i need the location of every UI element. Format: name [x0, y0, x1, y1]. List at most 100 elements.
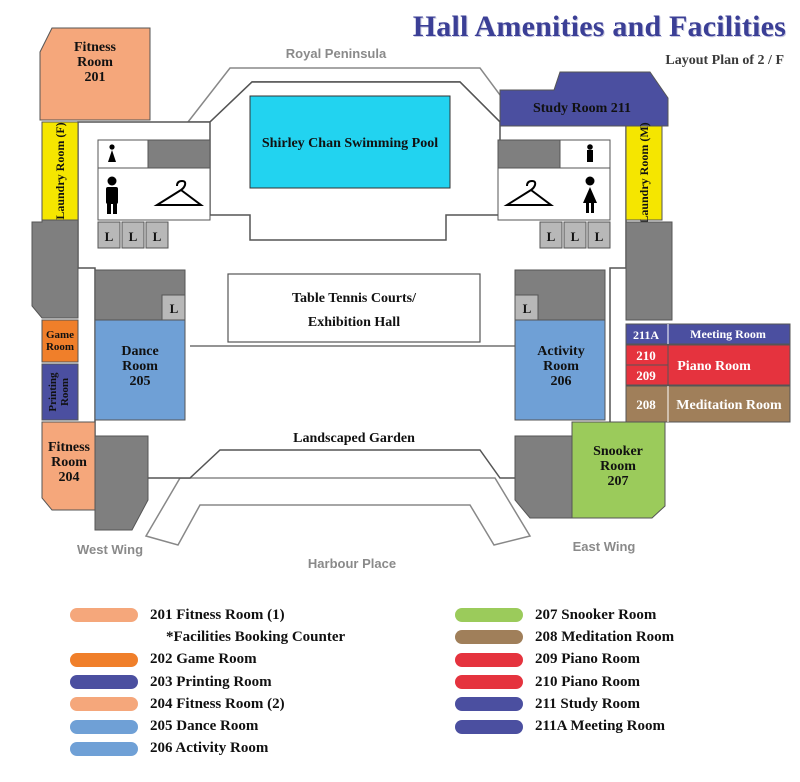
- legend-swatch: [455, 608, 523, 623]
- legend-label: 206 Activity Room: [150, 740, 269, 757]
- table-tennis-label-2: Exhibition Hall: [308, 315, 400, 330]
- meditation-room-208: [625, 385, 791, 423]
- legend-swatch: [455, 675, 523, 690]
- laundry-room-m: [625, 125, 663, 221]
- laundry-room-m-label: Laundry Room (M): [637, 122, 651, 223]
- lockers-west: L L L: [97, 221, 169, 249]
- legend-label: 201 Fitness Room (1): [150, 606, 285, 623]
- legend-label: *Facilities Booking Counter: [166, 628, 346, 645]
- meeting-room-number: 211A: [633, 328, 659, 342]
- legend-swatch: [455, 652, 523, 667]
- male-toilet-icon-east: [587, 144, 593, 162]
- legend-right-item: 211A Meeting Room: [455, 715, 674, 737]
- legend-swatch: [70, 719, 138, 734]
- svg-text:L: L: [129, 229, 138, 244]
- legend-label: 207 Snooker Room: [535, 606, 657, 623]
- study-room-211: [499, 71, 669, 127]
- laundry-room-f: [41, 121, 79, 221]
- stairs-west-top: [147, 139, 211, 169]
- legend-right-item: 209 Piano Room: [455, 649, 674, 671]
- legend-left: 201 Fitness Room (1) *Facilities Booking …: [70, 604, 345, 760]
- stairs-east-bottom: [514, 435, 573, 519]
- legend-right: 207 Snooker Room 208 Meditation Room 209 P…: [455, 604, 674, 738]
- meditation-room-number: 208: [636, 397, 656, 412]
- swimming-pool: [249, 95, 451, 189]
- landscaped-garden-label: Landscaped Garden: [293, 431, 415, 446]
- legend-left-item: 201 Fitness Room (1): [70, 604, 345, 626]
- dance-room-205: [94, 319, 186, 421]
- study-room-label: Study Room 211: [533, 101, 631, 116]
- legend-left-item: 206 Activity Room: [70, 738, 345, 760]
- svg-text:L: L: [153, 229, 162, 244]
- legend-right-item: 207 Snooker Room: [455, 604, 674, 626]
- legend-swatch: [70, 741, 138, 756]
- legend-label: 202 Game Room: [150, 651, 257, 668]
- svg-text:L: L: [595, 229, 604, 244]
- locker-activity-label: L: [523, 301, 532, 316]
- legend-left-item: 202 Game Room: [70, 649, 345, 671]
- table-tennis-label-1: Table Tennis Courts/: [292, 291, 417, 306]
- fitness-room-201: [39, 27, 151, 121]
- legend-label: 205 Dance Room: [150, 718, 259, 735]
- legend-label: 209 Piano Room: [535, 651, 640, 668]
- male-toilet-icon: [106, 176, 118, 214]
- legend-right-item: 208 Meditation Room: [455, 626, 674, 648]
- female-toilet-icon: [108, 144, 116, 162]
- legend-swatch: [70, 608, 138, 623]
- legend-swatch: [455, 630, 523, 645]
- legend-swatch: [455, 697, 523, 712]
- legend-label: 208 Meditation Room: [535, 628, 675, 645]
- table-tennis-courts: [227, 273, 481, 343]
- female-toilet-icon-east: [583, 176, 597, 213]
- printing-room-label: PrintingRoom: [47, 372, 71, 412]
- meeting-room-label: Meeting Room: [690, 327, 766, 341]
- activity-room-206: [514, 319, 606, 421]
- hanger-icon: [153, 179, 204, 206]
- piano-room-210-number: 210: [636, 348, 656, 363]
- stairs-east-top: [497, 139, 561, 169]
- harbour-place-label: Harbour Place: [308, 556, 396, 571]
- meditation-room-label: Meditation Room: [676, 398, 782, 413]
- piano-room-209-number: 209: [636, 368, 656, 383]
- piano-room-label: Piano Room: [677, 359, 751, 374]
- svg-text:L: L: [571, 229, 580, 244]
- washroom-male-east: [559, 139, 611, 169]
- legend-left-item: 205 Dance Room: [70, 715, 345, 737]
- legend-left-item: 204 Fitness Room (2): [70, 693, 345, 715]
- lockers-east: L L L: [539, 221, 611, 249]
- page-title: Hall Amenities and Facilities: [412, 10, 786, 43]
- east-wing-label: East Wing: [573, 539, 636, 554]
- hanger-icon-east: [503, 179, 554, 206]
- legend-swatch: [70, 697, 138, 712]
- legend-label: 210 Piano Room: [535, 673, 640, 690]
- legend-right-item: 210 Piano Room: [455, 671, 674, 693]
- legend-swatch: [70, 652, 138, 667]
- legend-swatch: [70, 675, 138, 690]
- stairs-west-bottom: [94, 435, 149, 531]
- svg-text:L: L: [105, 229, 114, 244]
- legend-left-item: 203 Printing Room: [70, 671, 345, 693]
- stairs-east-mid: [625, 221, 673, 321]
- west-wing-label: West Wing: [77, 542, 143, 557]
- legend-right-item: 211 Study Room: [455, 693, 674, 715]
- legend-left-item: *Facilities Booking Counter: [70, 626, 345, 648]
- page-subtitle: Layout Plan of 2 / F: [665, 53, 784, 68]
- legend-label: 204 Fitness Room (2): [150, 695, 285, 712]
- legend-label: 211A Meeting Room: [535, 718, 665, 735]
- stairs-west-mid: [31, 219, 79, 319]
- walkway-outline: [144, 477, 532, 546]
- royal-peninsula-label: Royal Peninsula: [286, 46, 387, 61]
- legend-label: 211 Study Room: [535, 695, 641, 712]
- meeting-room-211a: [625, 323, 791, 345]
- printing-room: [41, 363, 79, 421]
- svg-text:L: L: [547, 229, 556, 244]
- washroom-female-west: [97, 139, 149, 169]
- swimming-pool-label: Shirley Chan Swimming Pool: [262, 136, 438, 151]
